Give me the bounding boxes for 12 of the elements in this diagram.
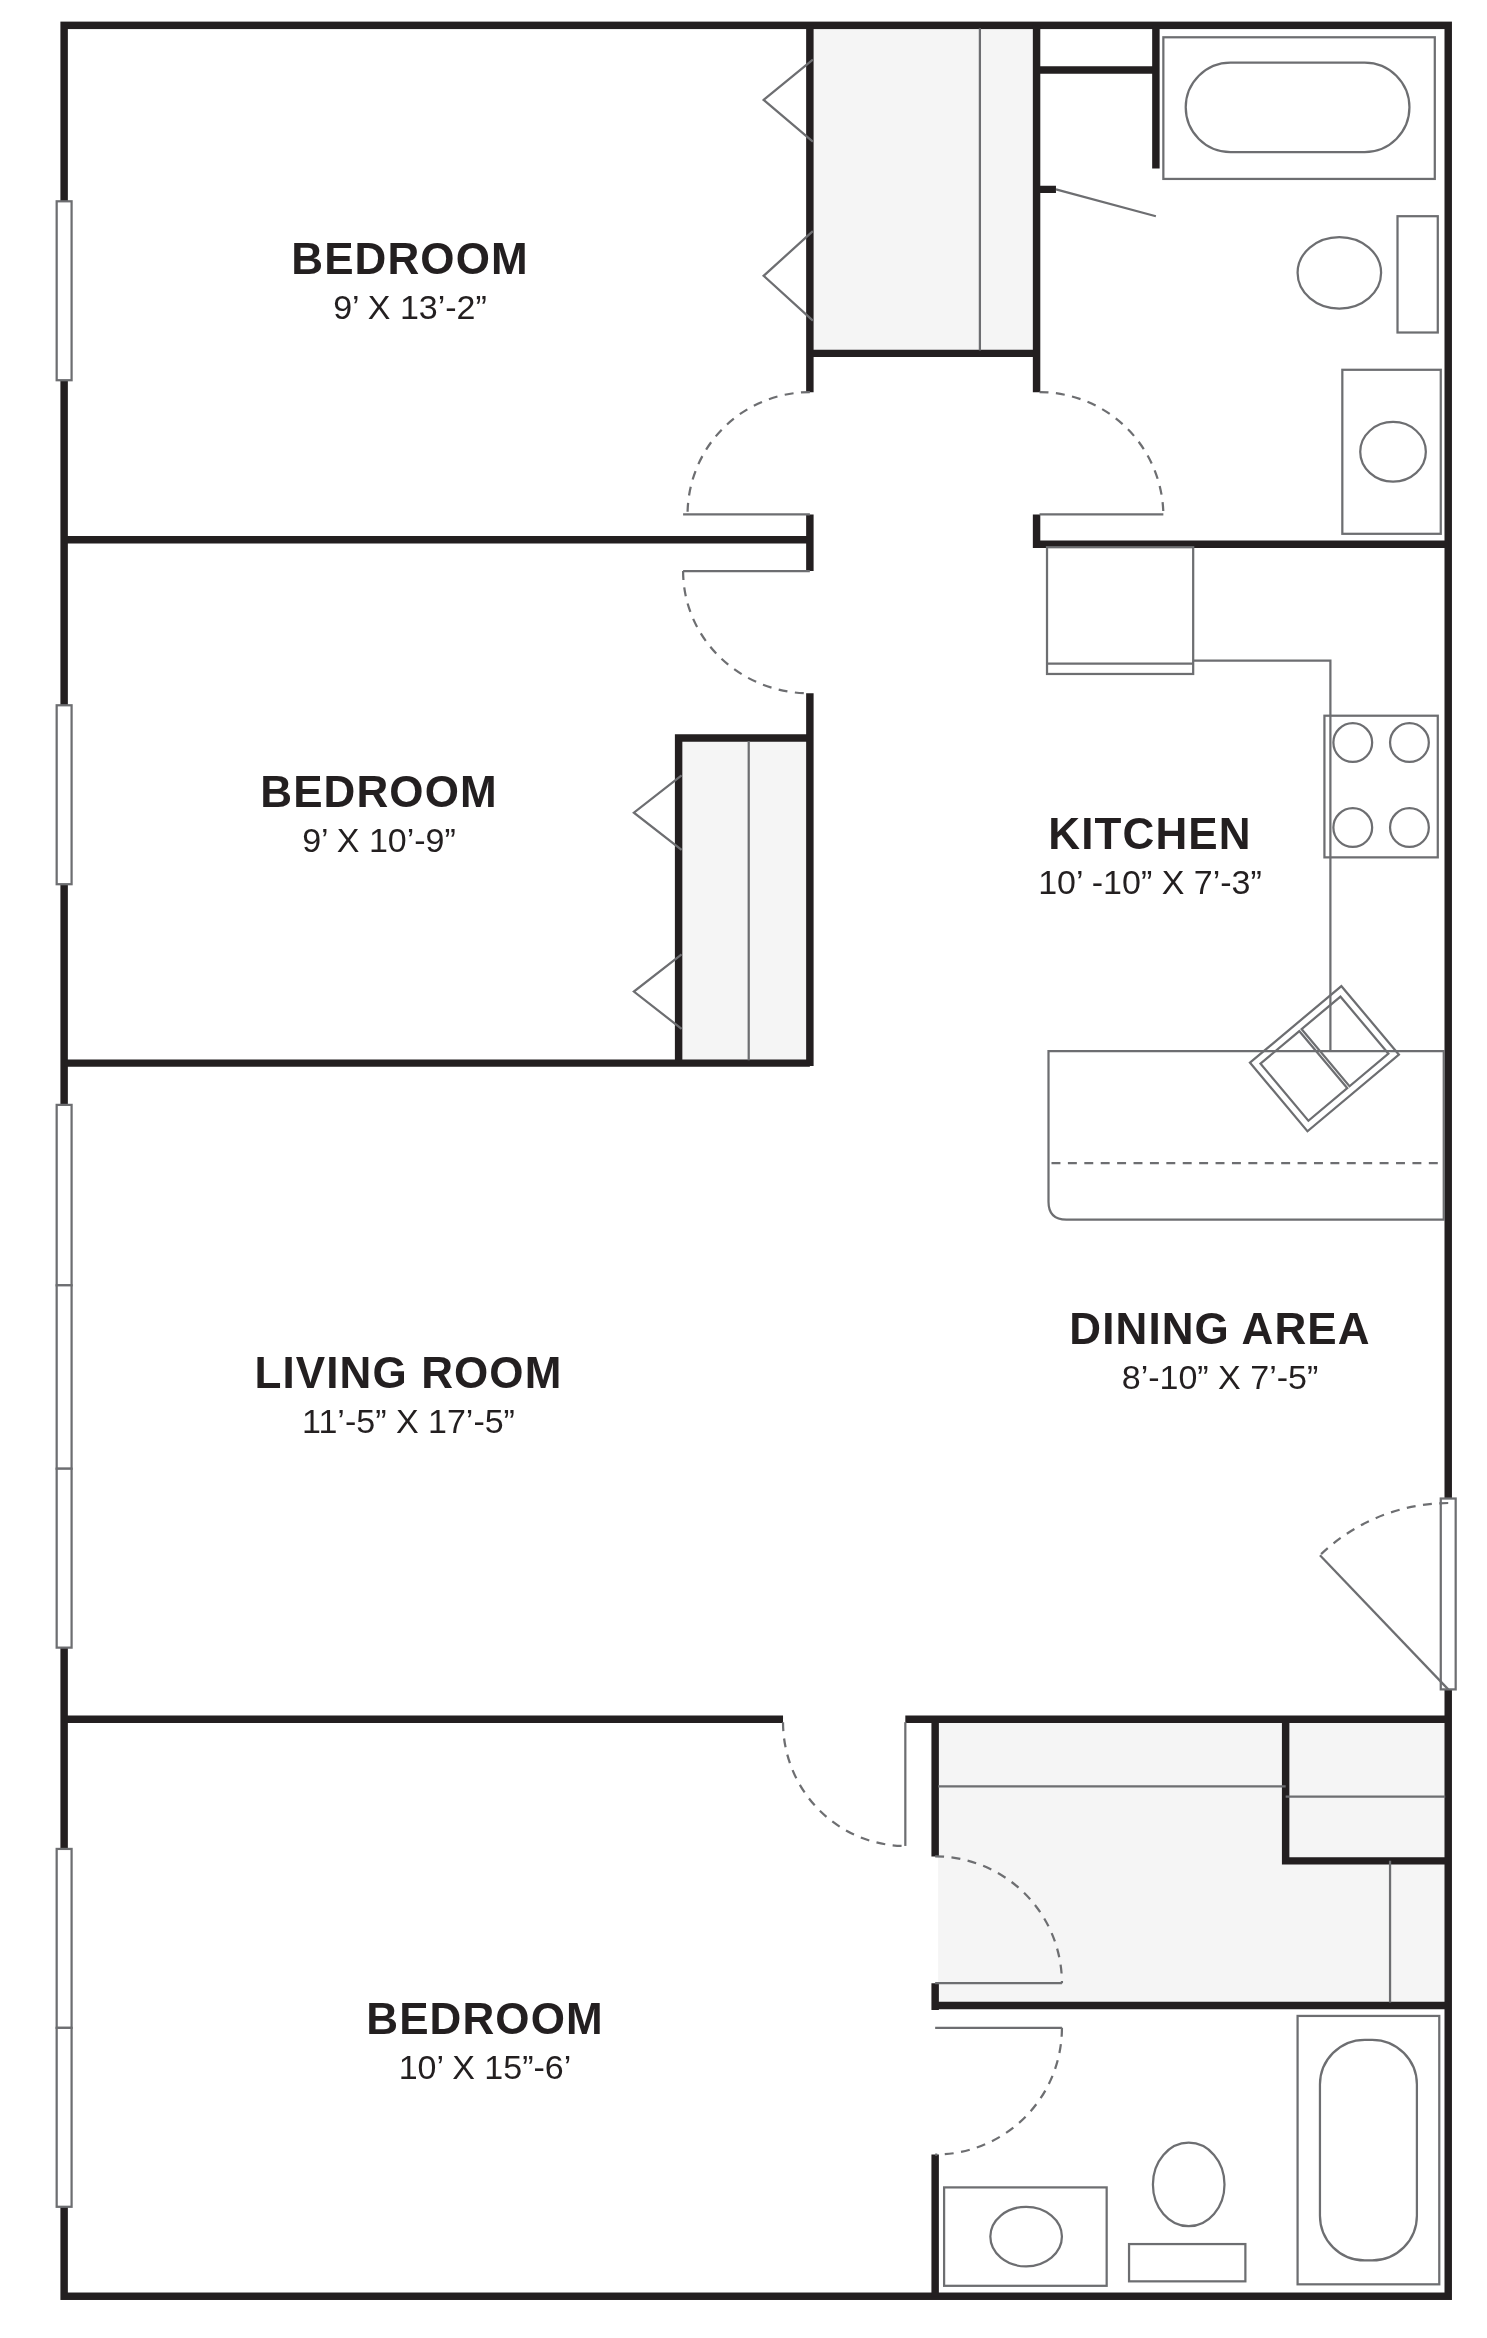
room-dimensions: 11’-5” X 17’-5” <box>302 1401 515 1443</box>
room-name: LIVING ROOM <box>254 1347 563 1400</box>
room-dimensions: 9’ X 13’-2” <box>333 287 487 329</box>
room-dimensions: 9’ X 10’-9” <box>302 820 456 862</box>
room-dimensions: 10’ X 15”-6’ <box>398 2047 572 2089</box>
room-name: BEDROOM <box>260 766 498 819</box>
room-name: KITCHEN <box>1048 808 1252 861</box>
room-name: BEDROOM <box>366 1993 604 2046</box>
room-name: DINING AREA <box>1069 1303 1371 1356</box>
room-dimensions: 8’-10” X 7’-5” <box>1121 1357 1319 1399</box>
room-name: BEDROOM <box>291 233 529 286</box>
room-dimensions: 10’ -10” X 7’-3” <box>1038 862 1262 904</box>
